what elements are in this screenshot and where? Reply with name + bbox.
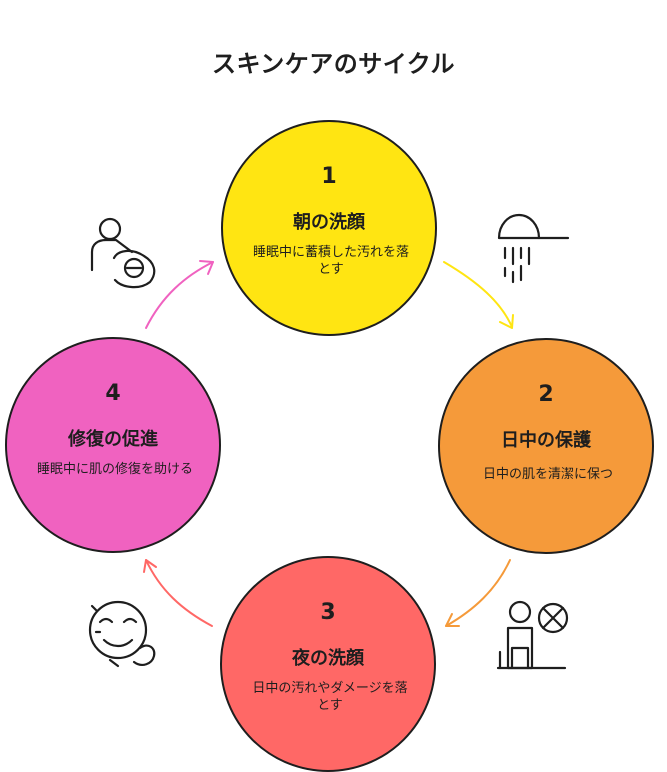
step-name: 朝の洗顔 [293,212,365,233]
diagram-title: スキンケアのサイクル [211,50,456,78]
step-description: 日中の肌を清潔に保つ [482,467,613,482]
step-name: 日中の保護 [501,430,591,451]
arrow-step3-to-step4 [143,559,213,627]
step-description: 睡眠中に蓄積した汚れを落とす [252,245,409,277]
step-name: 修復の促進 [68,429,158,450]
step-number: 4 [105,381,121,406]
face-wash-icon [90,217,156,289]
arrow-step4-to-step1 [145,260,214,329]
step-number: 2 [538,382,554,407]
face-care-icon [88,600,156,668]
step-3-circle: 3 夜の洗顔 日中の汚れやダメージを落とす [220,556,436,772]
step-1-circle: 1 朝の洗顔 睡眠中に蓄積した汚れを落とす [221,120,437,336]
step-description: 睡眠中に肌の修復を助ける [36,462,193,477]
step-description: 日中の汚れやダメージを落とす [252,681,408,713]
step-name: 夜の洗顔 [292,648,364,669]
step-2-circle: 2 日中の保護 日中の肌を清潔に保つ [438,338,654,554]
step-number: 1 [321,164,337,189]
arrow-step2-to-step3 [445,559,511,627]
step-number: 3 [320,600,336,625]
no-sitting-icon [496,600,569,670]
shower-icon [497,213,570,284]
arrow-step1-to-step2 [443,261,514,329]
step-4-circle: 4 修復の促進 睡眠中に肌の修復を助ける [5,337,221,553]
